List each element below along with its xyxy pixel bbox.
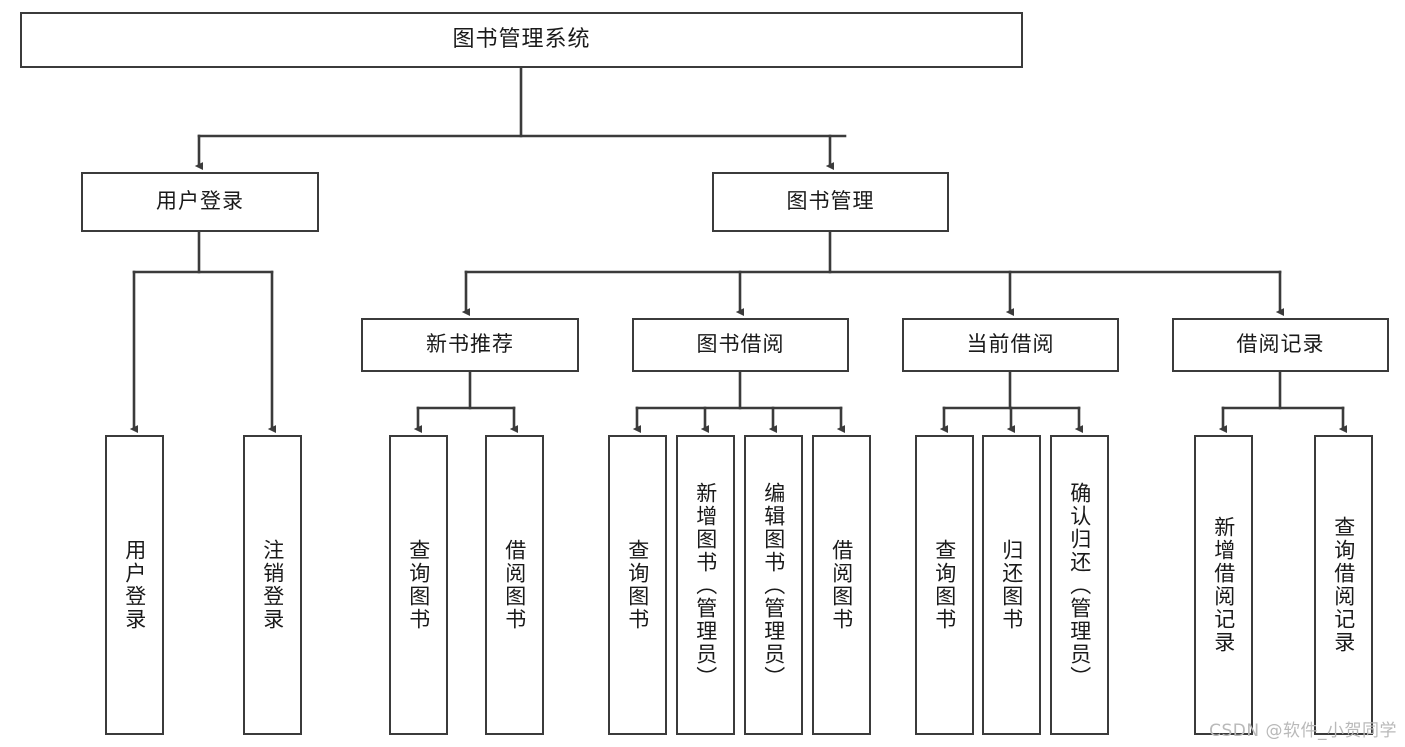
leaf-label: 确认归还（管理员） xyxy=(1067,481,1092,689)
leaf-book-borrow-borrow-books[interactable]: 借阅图书 xyxy=(812,435,871,735)
node-current-borrowing[interactable]: 当前借阅 xyxy=(902,318,1119,372)
leaf-book-borrow-edit-book-admin[interactable]: 编辑图书（管理员） xyxy=(744,435,803,735)
leaf-label: 借阅图书 xyxy=(829,539,854,631)
leaf-borrow-record-add-record[interactable]: 新增借阅记录 xyxy=(1194,435,1253,735)
leaf-label: 归还图书 xyxy=(999,539,1024,631)
leaf-label: 查询图书 xyxy=(932,539,957,631)
leaf-new-book-borrow-books[interactable]: 借阅图书 xyxy=(485,435,544,735)
leaf-current-borrow-confirm-return-admin[interactable]: 确认归还（管理员） xyxy=(1050,435,1109,735)
leaf-label: 新增图书（管理员） xyxy=(693,481,718,689)
leaf-book-borrow-query-books[interactable]: 查询图书 xyxy=(608,435,667,735)
leaf-user-login-logout[interactable]: 注销登录 xyxy=(243,435,302,735)
leaf-label: 注销登录 xyxy=(260,539,285,631)
leaf-user-login-login[interactable]: 用户登录 xyxy=(105,435,164,735)
leaf-label: 查询借阅记录 xyxy=(1331,516,1356,654)
leaf-label: 查询图书 xyxy=(406,539,431,631)
node-book-borrowing[interactable]: 图书借阅 xyxy=(632,318,849,372)
node-root-book-management-system[interactable]: 图书管理系统 xyxy=(20,12,1023,68)
node-user-login[interactable]: 用户登录 xyxy=(81,172,319,232)
watermark-csdn: CSDN @软件_小贺同学 xyxy=(1209,721,1397,741)
leaf-label: 新增借阅记录 xyxy=(1211,516,1236,654)
node-book-management[interactable]: 图书管理 xyxy=(712,172,949,232)
leaf-label: 查询图书 xyxy=(625,539,650,631)
node-new-book-recommendation[interactable]: 新书推荐 xyxy=(361,318,579,372)
node-borrow-record[interactable]: 借阅记录 xyxy=(1172,318,1389,372)
leaf-current-borrow-query-books[interactable]: 查询图书 xyxy=(915,435,974,735)
leaf-label: 借阅图书 xyxy=(502,539,527,631)
leaf-label: 用户登录 xyxy=(122,539,147,631)
leaf-borrow-record-query-record[interactable]: 查询借阅记录 xyxy=(1314,435,1373,735)
leaf-new-book-query-books[interactable]: 查询图书 xyxy=(389,435,448,735)
leaf-label: 编辑图书（管理员） xyxy=(761,481,786,689)
leaf-current-borrow-return-books[interactable]: 归还图书 xyxy=(982,435,1041,735)
leaf-book-borrow-add-book-admin[interactable]: 新增图书（管理员） xyxy=(676,435,735,735)
